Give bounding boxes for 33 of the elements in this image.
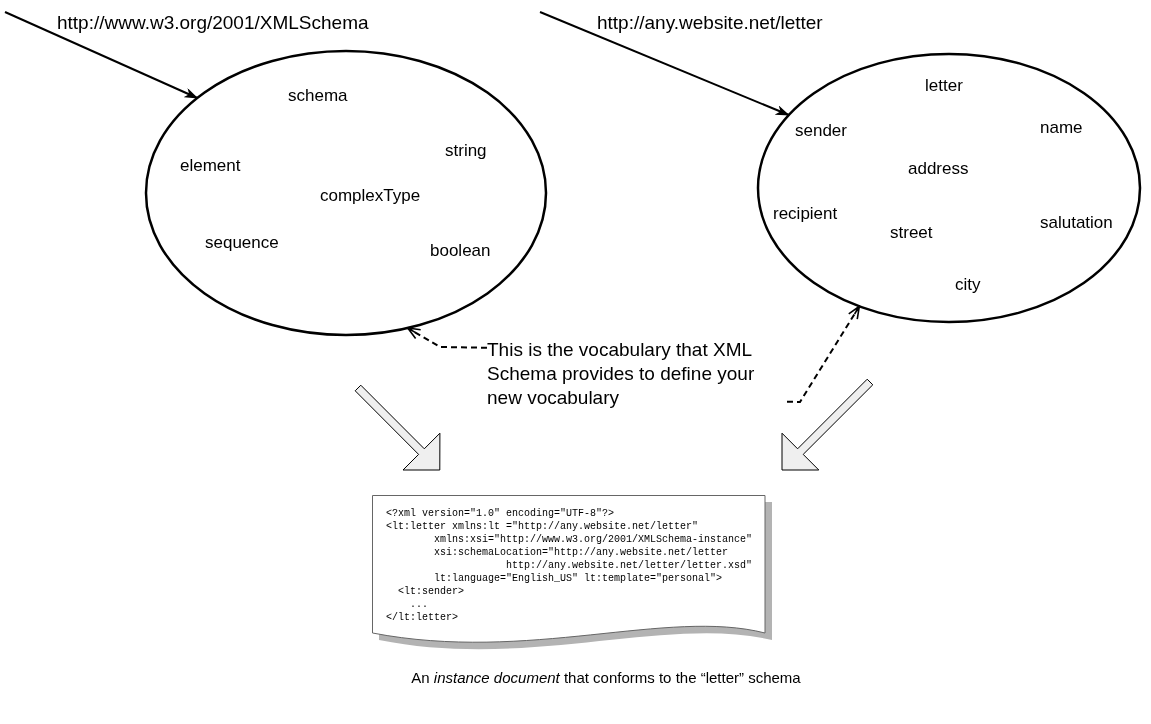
vocabulary-term: recipient <box>773 203 838 225</box>
vocabulary-term: sender <box>795 120 847 142</box>
vocabulary-term: string <box>445 140 487 162</box>
block-arrow <box>781 378 874 471</box>
vocabulary-term: street <box>890 222 933 244</box>
code-line: <?xml version="1.0" encoding="UTF-8"?> <box>386 507 616 520</box>
vocabulary-term: address <box>908 158 969 180</box>
vocabulary-term: schema <box>288 85 348 107</box>
code-line: <lt:letter xmlns:lt ="http://any.website.net/letter" <box>386 520 700 533</box>
arrow <box>4 11 199 99</box>
code-line: http://any.website.net/letter/letter.xsd" <box>505 559 753 572</box>
namespace-url: http://any.website.net/letter <box>597 11 823 35</box>
block-arrow <box>354 384 441 471</box>
code-line: xmlns:xsi="http://www.w3.org/2001/XMLSchema-instance" <box>433 533 753 546</box>
arrow <box>539 11 790 116</box>
vocabulary-term: salutation <box>1040 212 1113 234</box>
vocabulary-term: element <box>180 155 241 177</box>
annotation-text: This is the vocabulary that XML Schema provides to define your new vocabulary <box>487 338 756 410</box>
vocabulary-term: complexType <box>320 185 421 207</box>
code-line: lt:language="English_US" lt:template="personal"> <box>433 572 724 585</box>
vocabulary-term: letter <box>925 75 963 97</box>
vocabulary-term: name <box>1040 117 1083 139</box>
vocabulary-term: sequence <box>205 232 279 254</box>
namespace-url: http://www.w3.org/2001/XMLSchema <box>57 11 369 35</box>
vocabulary-term: city <box>955 274 981 296</box>
code-line: ... <box>409 598 429 611</box>
vocabulary-term: boolean <box>430 240 491 262</box>
dashed-arrow <box>406 327 488 349</box>
node-label: An instance document that conforms to the “letter” schema <box>410 668 802 688</box>
code-line: <lt:sender> <box>397 585 465 598</box>
dashed-arrow <box>786 305 861 403</box>
code-line: </lt:letter> <box>386 611 459 624</box>
code-line: xsi:schemaLocation="http://any.website.net/letter <box>433 546 730 559</box>
